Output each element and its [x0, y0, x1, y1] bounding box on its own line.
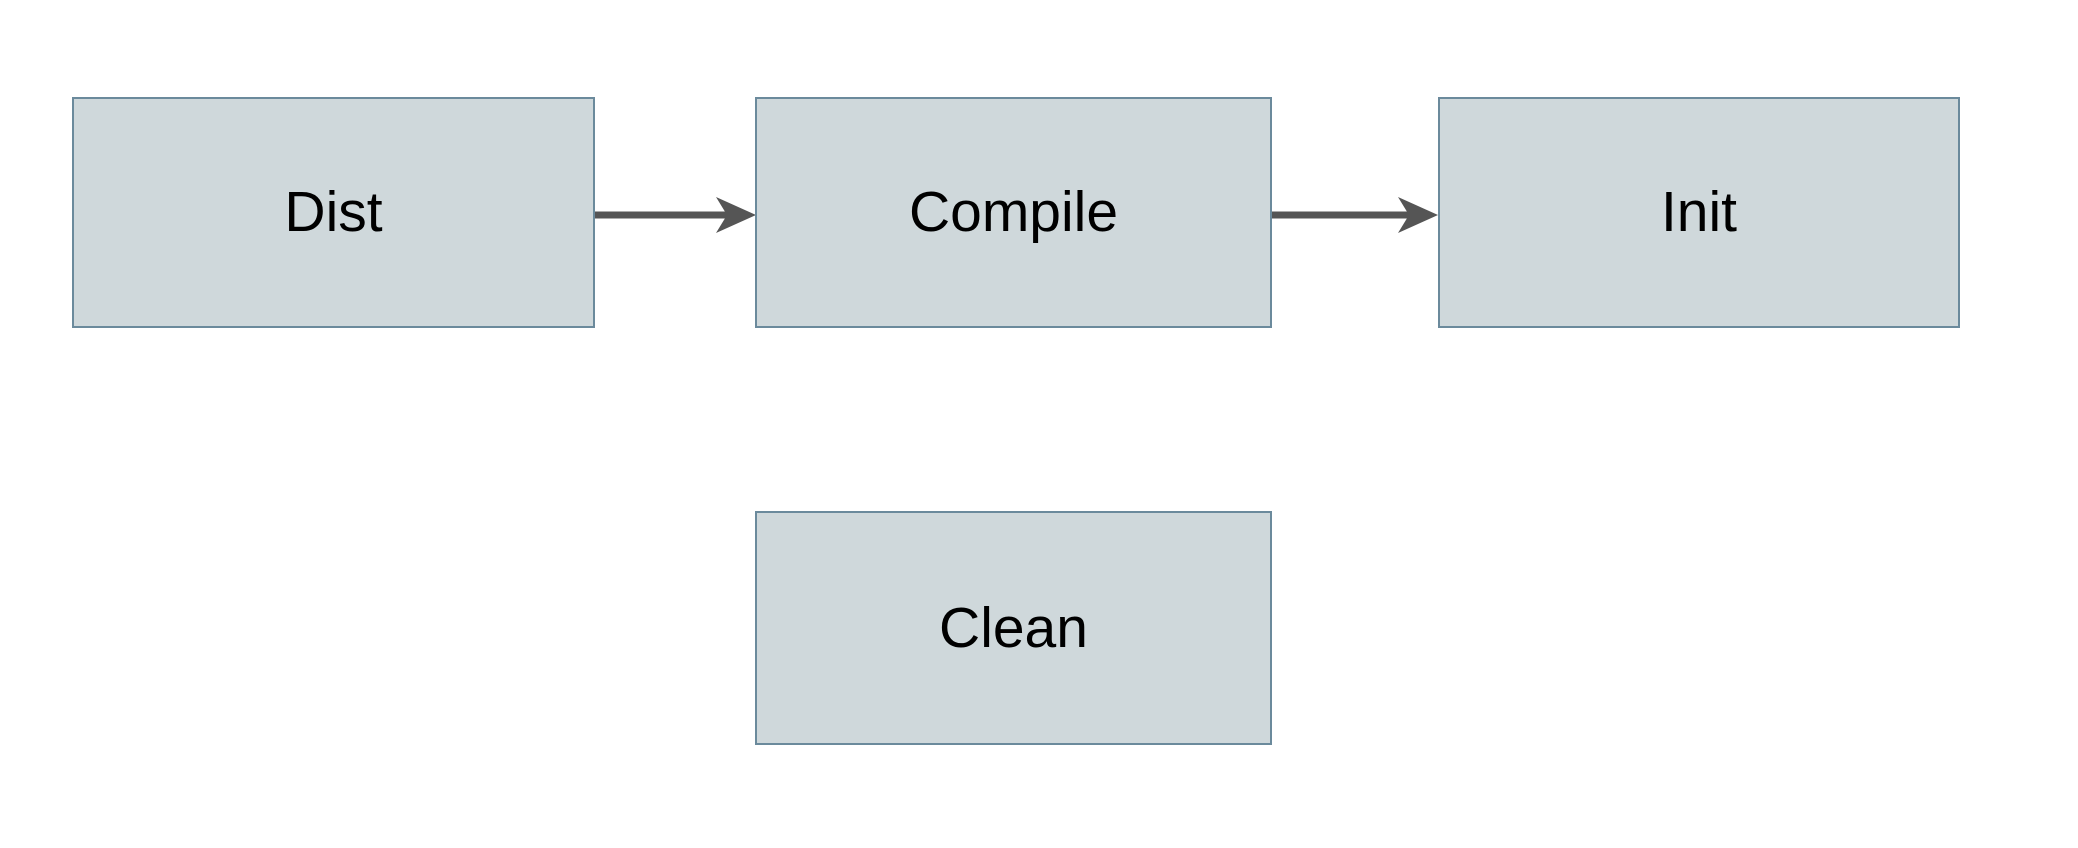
edge-compile-to-init[interactable] [1267, 194, 1447, 236]
node-label-clean: Clean [939, 595, 1088, 660]
node-init[interactable]: Init [1438, 97, 1960, 328]
node-label-init: Init [1660, 180, 1738, 244]
node-clean[interactable]: Clean [755, 511, 1272, 745]
node-label-compile: Compile [908, 180, 1119, 244]
node-dist[interactable]: Dist [72, 97, 595, 328]
node-label-dist: Dist [284, 180, 383, 244]
node-compile[interactable]: Compile [755, 97, 1272, 328]
arrowhead-icon [716, 197, 756, 233]
edge-dist-to-compile[interactable] [590, 194, 765, 236]
arrowhead-icon [1398, 197, 1438, 233]
